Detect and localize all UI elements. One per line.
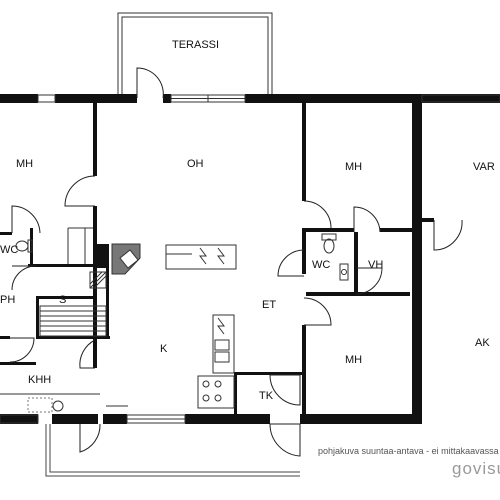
thin-partitions	[0, 227, 128, 407]
sauna-stove	[89, 271, 107, 289]
room-label-s: S	[59, 294, 66, 306]
room-label-terassi: TERASSI	[172, 39, 219, 51]
room-label-mh-center: MH	[345, 161, 362, 173]
room-label-ph: PH	[0, 294, 15, 306]
disclaimer-note: pohjakuva suuntaa-antava - ei mittakaava…	[318, 446, 499, 456]
room-label-khh: KHH	[28, 374, 51, 386]
room-label-ak: AK	[475, 337, 490, 349]
utility-worktop	[27, 397, 53, 413]
room-label-mh-left: MH	[16, 158, 33, 170]
room-label-et: ET	[262, 299, 276, 311]
room-label-wc-center: WC	[312, 259, 330, 271]
room-label-var: VAR	[473, 161, 495, 173]
terrace	[117, 12, 273, 96]
door-swings	[9, 67, 463, 457]
room-label-tk: TK	[259, 390, 274, 402]
stairs	[39, 305, 107, 337]
room-label-wc-left: WC	[0, 244, 18, 256]
room-label-oh: OH	[187, 158, 204, 170]
room-labels: TERASSI MH OH MH VAR WC WC VH PH S ET K …	[0, 39, 495, 402]
entry-porch	[45, 424, 300, 477]
kitchen-counter	[197, 314, 235, 409]
exterior-walls	[0, 94, 500, 424]
room-label-k: K	[160, 343, 168, 355]
room-label-mh-lower: MH	[345, 354, 362, 366]
windows	[0, 94, 500, 424]
fireplace	[111, 243, 141, 275]
brand-watermark: govisual	[452, 459, 500, 478]
bathroom-fixtures	[15, 233, 349, 412]
room-label-vh: VH	[368, 259, 383, 271]
kitchen-island	[165, 244, 237, 270]
